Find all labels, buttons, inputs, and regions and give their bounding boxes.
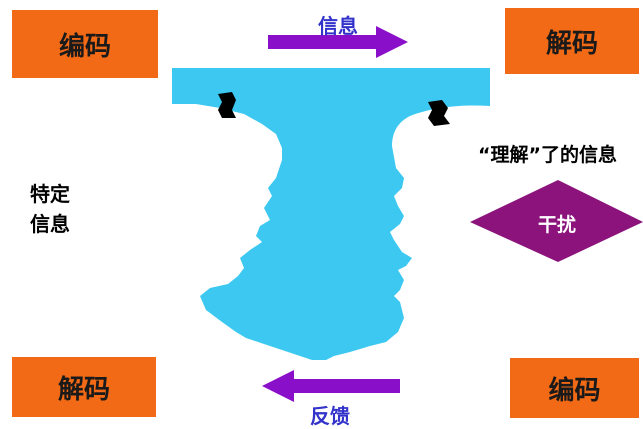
info-arrow xyxy=(268,26,408,58)
encode-box-top-left: 编码 xyxy=(12,10,158,78)
right-eye-mark xyxy=(428,100,450,126)
decode-box-bottom-left: 解码 xyxy=(12,357,156,417)
feedback-arrow xyxy=(262,370,400,402)
specific-info-label-line2: 信息 xyxy=(30,212,70,236)
understood-info-label: “理解”了的信息 xyxy=(478,144,617,166)
interference-diamond xyxy=(470,180,643,262)
feedback-arrow-label: 反馈 xyxy=(310,404,350,428)
decode-box-top-right: 解码 xyxy=(505,8,639,74)
interference-label: 干扰 xyxy=(538,214,577,236)
left-eye-mark xyxy=(218,92,236,118)
encode-box-bottom-right: 编码 xyxy=(510,358,639,418)
specific-info-label-line1: 特定 xyxy=(30,182,70,206)
info-arrow-label: 信息 xyxy=(318,14,358,38)
faces-vase-shape xyxy=(172,68,490,360)
